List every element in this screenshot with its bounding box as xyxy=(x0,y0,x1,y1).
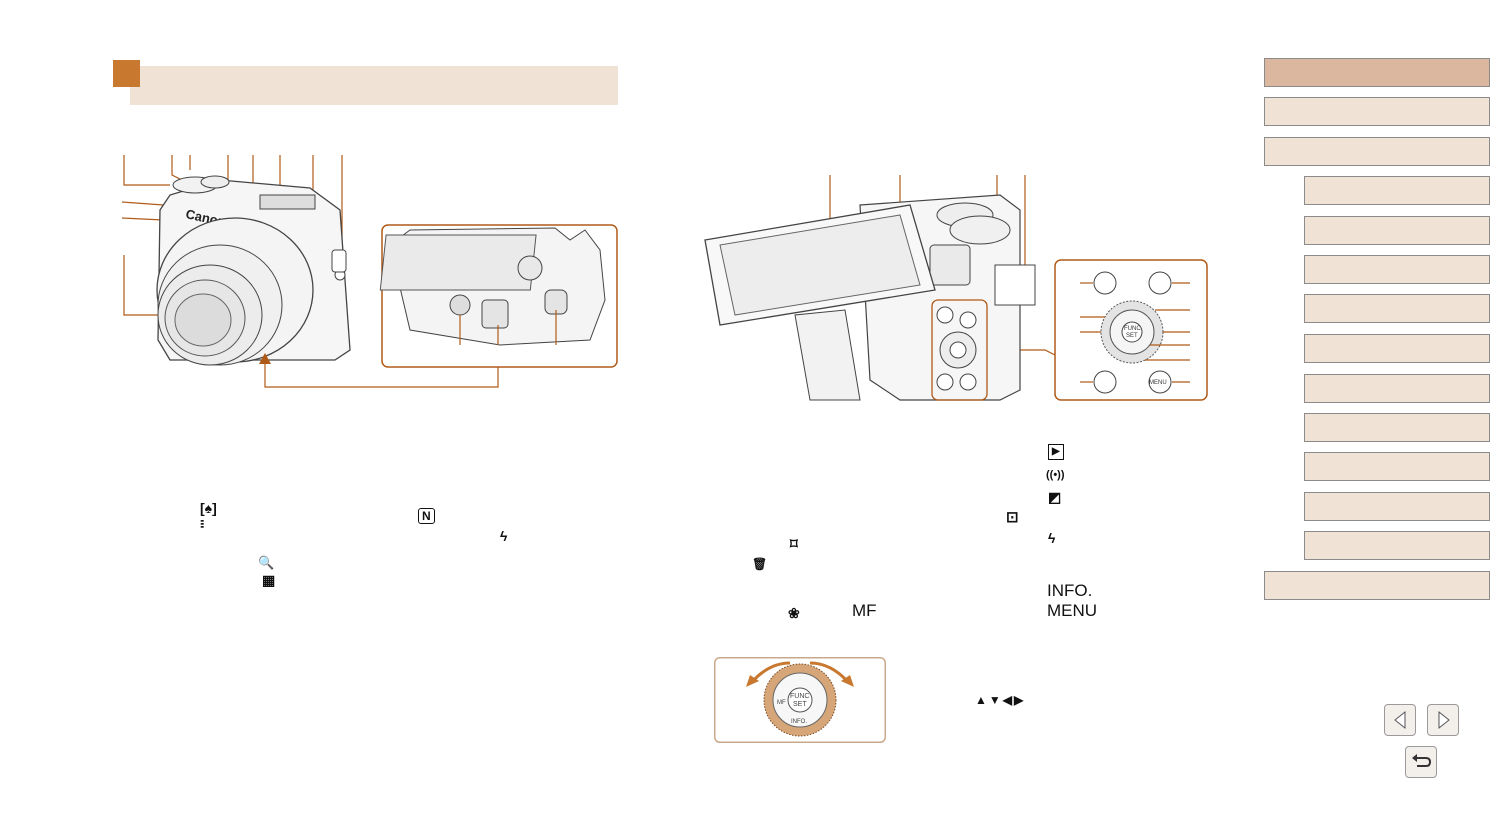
nav-item-3[interactable] xyxy=(1264,137,1490,166)
wifi-icon: ((•)) xyxy=(1046,469,1065,481)
nav-item-7[interactable] xyxy=(1304,294,1490,323)
flash-icon-2: ϟ xyxy=(1048,530,1056,546)
triangle-right-icon xyxy=(1438,710,1450,730)
framing-assist-icon: ⊡ xyxy=(1006,509,1019,526)
trash-icon: 🗑 xyxy=(752,557,768,571)
dial-func-text: FUNC xyxy=(790,693,809,700)
magnify-icon: 🔍 xyxy=(258,555,275,570)
dial-mf-text: MF xyxy=(777,700,786,706)
dial-info-text: INFO. xyxy=(791,719,807,725)
dial-set-text: SET xyxy=(793,701,807,708)
nav-item-5[interactable] xyxy=(1304,216,1490,245)
nfc-icon: N xyxy=(418,508,435,524)
rear-controls-detail: FUNC SET MENU xyxy=(1054,259,1208,401)
bottom-view-bracket xyxy=(264,362,499,388)
nav-item-6[interactable] xyxy=(1304,255,1490,284)
flash-icon: ϟ xyxy=(500,528,508,544)
index-icon: ▦ xyxy=(262,572,276,588)
camera-bottom-view xyxy=(379,224,618,368)
nav-item-13[interactable] xyxy=(1304,531,1490,560)
nav-item-11[interactable] xyxy=(1304,452,1490,481)
manual-focus-label: MF xyxy=(852,601,877,620)
nav-item-14[interactable] xyxy=(1264,571,1490,600)
panel-set-text: SET xyxy=(1126,333,1138,339)
section-header-marker xyxy=(113,60,140,87)
camera-back-illustration: FUNC SET MENU xyxy=(704,175,1208,401)
control-dial-inset: FUNC SET INFO. MF xyxy=(714,657,886,743)
macro-icon: ❀ xyxy=(788,605,800,621)
section-header-bar xyxy=(130,66,618,105)
info-button-label: INFO. xyxy=(1047,581,1093,600)
menu-button-label: MENU xyxy=(1047,601,1098,620)
nav-item-12[interactable] xyxy=(1304,492,1490,521)
wide-zoom-icon: ⫶⫶⫶ xyxy=(200,519,205,531)
nav-item-10[interactable] xyxy=(1304,413,1490,442)
exposure-compensation-icon: ◩ xyxy=(1048,489,1062,505)
camera-front-illustration: Canon xyxy=(121,155,618,388)
panel-func-text: FUNC xyxy=(1124,326,1141,332)
nav-item-2[interactable] xyxy=(1264,97,1490,126)
tele-wide-icon: [♠] xyxy=(200,500,217,516)
back-button[interactable] xyxy=(1405,746,1437,778)
next-page-button[interactable] xyxy=(1427,704,1459,736)
nav-item-9[interactable] xyxy=(1304,374,1490,403)
panel-menu-text: MENU xyxy=(1149,380,1167,386)
triangle-left-icon xyxy=(1394,710,1406,730)
return-arrow-icon xyxy=(1412,754,1432,767)
prev-page-button[interactable] xyxy=(1384,704,1416,736)
camera-body-rear xyxy=(704,194,1036,401)
bracket-arrowhead xyxy=(259,353,271,364)
nav-item-4[interactable] xyxy=(1304,176,1490,205)
focus-frame-icon: ⌑ xyxy=(790,536,798,553)
nav-item-1[interactable] xyxy=(1264,58,1490,87)
nav-item-8[interactable] xyxy=(1304,334,1490,363)
arrow-keys-icon: ▲▼◀▶ xyxy=(975,693,1026,707)
camera-body-front: Canon xyxy=(156,175,351,366)
playback-icon: ▶ xyxy=(1048,444,1064,460)
